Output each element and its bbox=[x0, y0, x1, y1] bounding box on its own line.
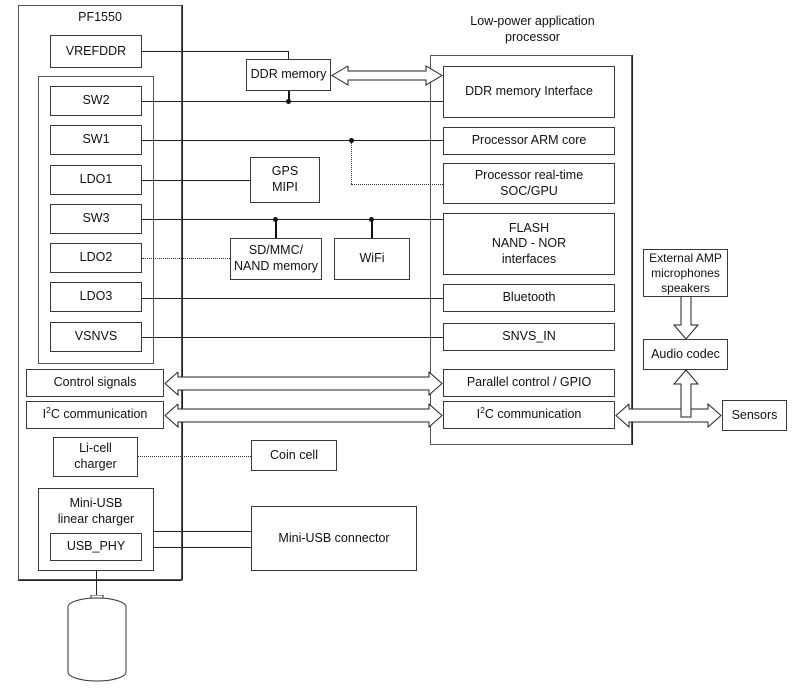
block-usb-phy[interactable]: USB_PHY bbox=[50, 533, 142, 561]
wire-sw1-branch-v bbox=[351, 140, 352, 184]
arrow-control-signals-gpio bbox=[164, 370, 443, 397]
usb-charger-line1: Mini-USB bbox=[69, 496, 123, 510]
wire-licell-coincell bbox=[138, 456, 251, 457]
block-mini-usb-connector[interactable]: Mini-USB connector bbox=[251, 506, 417, 571]
wire-wifi-drop bbox=[371, 219, 373, 239]
wire-battery-rail bbox=[18, 580, 182, 581]
ext-amp-line3: speakers bbox=[661, 280, 710, 295]
sdmmc-line1: SD/MMC/ bbox=[248, 243, 304, 258]
wire-ddr-drop bbox=[288, 91, 290, 102]
block-vsnvs[interactable]: VSNVS bbox=[50, 322, 142, 352]
wire-sw1-h bbox=[142, 140, 443, 141]
processor-i2c-label: I2C communication bbox=[476, 405, 582, 422]
gps-line2: MIPI bbox=[272, 180, 298, 194]
block-sensors[interactable]: Sensors bbox=[722, 400, 787, 431]
flash-line3: interfaces bbox=[501, 251, 557, 266]
block-sw3[interactable]: SW3 bbox=[50, 204, 142, 234]
block-wifi[interactable]: WiFi bbox=[334, 238, 410, 280]
ext-amp-line2: microphones bbox=[651, 265, 720, 280]
wire-sw1-branch-h bbox=[351, 184, 443, 185]
block-audio-codec[interactable]: Audio codec bbox=[643, 339, 728, 370]
block-arm-core[interactable]: Processor ARM core bbox=[443, 127, 615, 155]
wire-vrefddr-h bbox=[142, 51, 288, 52]
wire-ldo3-h bbox=[142, 298, 443, 299]
block-ldo3[interactable]: LDO3 bbox=[50, 282, 142, 312]
wire-vsnvs-h bbox=[142, 337, 443, 338]
block-bluetooth[interactable]: Bluetooth bbox=[443, 284, 615, 312]
block-pmic-i2c[interactable]: I2C communication bbox=[26, 401, 164, 429]
junction-ddr-sw2 bbox=[286, 99, 291, 104]
block-vrefddr[interactable]: VREFDDR bbox=[50, 35, 142, 68]
block-snvs-in[interactable]: SNVS_IN bbox=[443, 323, 615, 351]
block-ddr-memory[interactable]: DDR memory bbox=[246, 59, 331, 91]
wire-battery-drop bbox=[96, 571, 97, 598]
junction-sw3-sdmmc bbox=[273, 217, 278, 222]
usb-charger-line2: linear charger bbox=[57, 511, 135, 526]
processor-title-line2: processor bbox=[505, 29, 560, 44]
realtime-line1: Processor real-time bbox=[474, 167, 584, 182]
block-ldo1[interactable]: LDO1 bbox=[50, 165, 142, 195]
block-processor-i2c[interactable]: I2C communication bbox=[443, 401, 615, 429]
flash-line2: NAND - NOR bbox=[491, 236, 567, 251]
wire-sw3-h bbox=[142, 219, 443, 220]
wire-usbcharger-connector bbox=[154, 531, 251, 532]
pmic-title: PF1550 bbox=[78, 10, 122, 24]
wire-sdmmc-drop bbox=[275, 219, 277, 239]
block-realtime-soc-gpu[interactable]: Processor real-time SOC/GPU bbox=[443, 163, 615, 204]
wire-sw2-h bbox=[142, 101, 443, 102]
block-ldo2[interactable]: LDO2 bbox=[50, 243, 142, 273]
junction-sw3-wifi bbox=[369, 217, 374, 222]
block-ddr-memory-interface[interactable]: DDR memory Interface bbox=[443, 66, 615, 118]
li-cell-charger-line2: charger bbox=[74, 457, 117, 471]
wire-ldo2-dotted bbox=[142, 258, 230, 259]
arrow-i2c-sensors bbox=[615, 402, 722, 429]
block-sd-mmc-nand-memory[interactable]: SD/MMC/ NAND memory bbox=[230, 238, 322, 280]
block-sw1[interactable]: SW1 bbox=[50, 125, 142, 155]
processor-title: Low-power application processor bbox=[430, 14, 635, 45]
wire-vrefddr-v bbox=[288, 51, 289, 60]
ext-amp-line1: External AMP bbox=[649, 250, 722, 265]
sdmmc-line2: NAND memory bbox=[233, 259, 319, 273]
block-sw2[interactable]: SW2 bbox=[50, 86, 142, 116]
flash-line1: FLASH bbox=[508, 220, 550, 235]
block-control-signals[interactable]: Control signals bbox=[26, 369, 164, 397]
block-coin-cell[interactable]: Coin cell bbox=[251, 440, 337, 471]
wire-ldo1-h bbox=[142, 180, 251, 181]
block-flash-interfaces[interactable]: FLASH NAND - NOR interfaces bbox=[443, 213, 615, 275]
block-parallel-control-gpio[interactable]: Parallel control / GPIO bbox=[443, 369, 615, 397]
arrow-ddr-bidirectional bbox=[331, 65, 443, 86]
block-external-amp[interactable]: External AMP microphones speakers bbox=[643, 249, 728, 297]
realtime-line2: SOC/GPU bbox=[500, 183, 558, 198]
block-gps-mipi[interactable]: GPS MIPI bbox=[250, 157, 320, 203]
arrow-amp-to-codec bbox=[672, 297, 700, 340]
junction-sw1-branch bbox=[349, 138, 354, 143]
arrow-i2c-bidirectional bbox=[164, 402, 443, 429]
li-cell-charger-line1: Li-cell bbox=[79, 441, 112, 456]
block-li-cell-charger[interactable]: Li-cell charger bbox=[53, 437, 138, 477]
pmic-i2c-label: I2C communication bbox=[42, 405, 148, 422]
processor-title-line1: Low-power application bbox=[470, 14, 595, 28]
gps-line1: GPS bbox=[271, 164, 299, 179]
wire-pmic-internal-bus bbox=[182, 5, 183, 580]
arrow-bus-to-codec bbox=[672, 369, 700, 418]
wire-usbphy-connector bbox=[142, 547, 251, 548]
wire-processor-right-bus bbox=[632, 55, 633, 445]
battery-cell bbox=[67, 595, 127, 682]
